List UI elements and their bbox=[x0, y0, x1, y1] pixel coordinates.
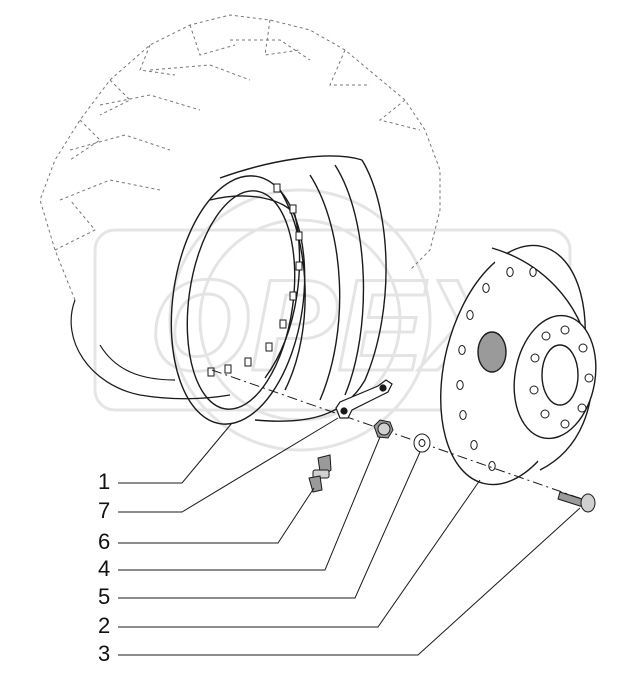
washer bbox=[413, 433, 431, 453]
disc-hub-bolt-holes bbox=[529, 325, 594, 429]
disc-outer-bolt-holes bbox=[456, 267, 537, 471]
rim-back bbox=[254, 159, 387, 422]
tire-sidewall bbox=[70, 299, 231, 400]
callout-4: 4 bbox=[98, 556, 111, 581]
leader-7 bbox=[118, 417, 339, 513]
wheel-disc bbox=[440, 244, 597, 486]
callout-7: 7 bbox=[98, 498, 111, 523]
tire-sidewall-lugs bbox=[59, 39, 311, 201]
callout-5: 5 bbox=[98, 584, 111, 609]
nut bbox=[373, 419, 394, 439]
tire-tread-lugs bbox=[54, 19, 421, 251]
bolt bbox=[557, 491, 596, 513]
rim-groove-2 bbox=[309, 174, 341, 401]
rim-top bbox=[219, 155, 363, 179]
leader-4 bbox=[118, 436, 381, 571]
callout-6: 6 bbox=[98, 529, 111, 554]
tire-outline bbox=[39, 14, 441, 301]
callout-2: 2 bbox=[98, 613, 111, 638]
leader-lines bbox=[118, 417, 581, 656]
rim-well-inside bbox=[209, 195, 301, 379]
rim-front-edge bbox=[170, 175, 306, 425]
valve bbox=[308, 454, 332, 493]
callout-3: 3 bbox=[98, 641, 111, 666]
rim-bolt-slots bbox=[207, 183, 303, 377]
assembly-axis bbox=[211, 369, 586, 501]
rim-front-inner bbox=[186, 190, 296, 410]
leader-2 bbox=[118, 479, 481, 628]
disc-center-bore bbox=[541, 344, 579, 406]
clamp-plate bbox=[335, 379, 393, 419]
wheel-rim bbox=[170, 155, 387, 425]
rim-groove-3 bbox=[334, 164, 365, 396]
leader-1 bbox=[118, 422, 233, 484]
leader-3 bbox=[118, 507, 581, 656]
leader-5 bbox=[118, 451, 421, 599]
leader-6 bbox=[118, 487, 315, 544]
callout-1: 1 bbox=[98, 469, 111, 494]
disc-hand-hole bbox=[477, 331, 507, 373]
